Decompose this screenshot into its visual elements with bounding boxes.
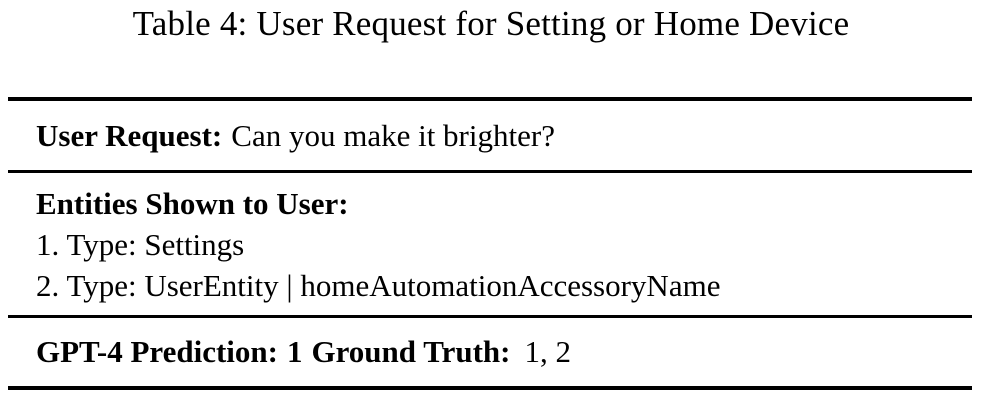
table-rule-middle-2 [8, 315, 972, 318]
ground-truth-value: 1, 2 [524, 334, 571, 369]
user-request-label: User Request: [36, 117, 223, 153]
user-request-value: Can you make it brighter? [231, 117, 555, 153]
ground-truth-label: Ground Truth: [311, 334, 511, 369]
table-rule-top [8, 97, 972, 101]
gpt4-prediction-value: 1 [286, 334, 303, 369]
gpt4-prediction-label: GPT-4 Prediction: [36, 334, 278, 369]
table-rule-middle-1 [8, 170, 972, 173]
entities-heading: Entities Shown to User: [36, 186, 349, 221]
entity-item-1: 1. Type: Settings [36, 227, 245, 262]
table-row: User Request:Can you make it brighter? [8, 101, 972, 170]
entity-item-2: 2. Type: UserEntity | homeAutomationAcce… [36, 268, 721, 303]
table-caption: Table 4: User Request for Setting or Hom… [132, 4, 850, 43]
table-body: User Request:Can you make it brighter? E… [8, 97, 972, 390]
table-rule-bottom [8, 386, 972, 390]
table-row: Entities Shown to User: 1. Type: Setting… [8, 173, 972, 315]
